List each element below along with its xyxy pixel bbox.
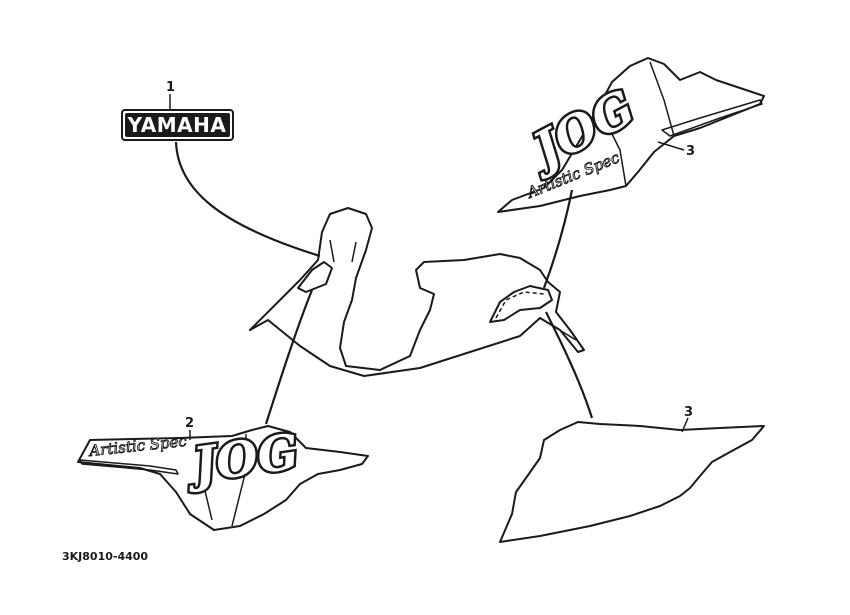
decal-rear-top[interactable]: JOG Artistic Spec (497, 57, 765, 213)
yamaha-emblem-label: YAMAHA (127, 113, 227, 137)
callout-1: 1 (166, 80, 175, 110)
callout-2-label: 2 (185, 416, 194, 431)
decal-rear-bottom[interactable] (499, 421, 765, 543)
leader-line-3-bottom (545, 311, 594, 419)
leader-line-3-top (542, 189, 574, 289)
decal-bottom-logo: JOG (182, 424, 302, 495)
callout-3-bottom: 3 (681, 405, 693, 433)
leader-line-1 (174, 141, 321, 258)
callout-3-top-label: 3 (686, 144, 695, 159)
callout-2: 2 (185, 416, 194, 440)
decal-front[interactable]: Artistic Spec JOG (77, 421, 369, 531)
part-number: 3KJ8010-4400 (62, 550, 148, 563)
yamaha-emblem[interactable]: YAMAHA (121, 109, 234, 141)
leader-line-2 (264, 289, 314, 425)
callout-3-top: 3 (657, 141, 695, 159)
scooter-body-outline (249, 207, 585, 377)
callout-3-bottom-label: 3 (684, 405, 693, 420)
callout-1-label: 1 (166, 80, 175, 95)
decal-bottom-script: Artistic Spec (87, 432, 189, 460)
